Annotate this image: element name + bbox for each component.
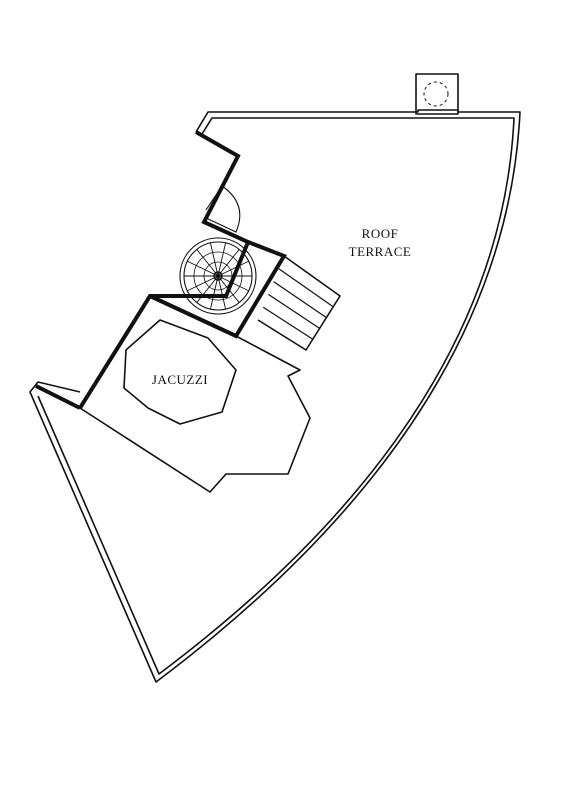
spiral-tread (196, 275, 219, 303)
spiral-tread (217, 260, 249, 277)
terrace-outline (29, 109, 521, 683)
stair-tread (262, 306, 314, 340)
spiral-tread (187, 260, 219, 277)
spiral-tread (209, 275, 219, 310)
spiral-tread (217, 275, 249, 292)
spiral-tread (209, 242, 219, 277)
jacuzzi-deck (79, 295, 311, 493)
spiral-tread (217, 249, 240, 277)
straight-stair (257, 255, 341, 351)
spiral-staircase (179, 237, 257, 315)
spiral-treads (184, 242, 252, 310)
roof-terrace-label: ROOF TERRACE (349, 226, 412, 259)
roof-terrace-label-line1: ROOF (362, 226, 399, 241)
jacuzzi-label: JACUZZI (152, 372, 208, 387)
door-swing (205, 185, 241, 233)
roof-terrace-label-line2: TERRACE (349, 244, 412, 259)
spiral-tread (217, 275, 227, 310)
spiral-ring (203, 261, 233, 291)
stair-tread (278, 268, 334, 308)
straight-stair-treads (262, 268, 334, 340)
jacuzzi: JACUZZI (123, 319, 237, 425)
spiral-tread (187, 275, 219, 292)
spiral-tread (217, 275, 240, 303)
vent-circle (423, 81, 449, 107)
vent-box (415, 73, 459, 115)
spiral-tread (196, 249, 219, 277)
stair-tread (273, 281, 327, 319)
spiral-tread (217, 242, 227, 277)
stair-tread (268, 293, 320, 329)
stair-core-walls (35, 130, 287, 410)
spiral-ring (193, 251, 243, 301)
